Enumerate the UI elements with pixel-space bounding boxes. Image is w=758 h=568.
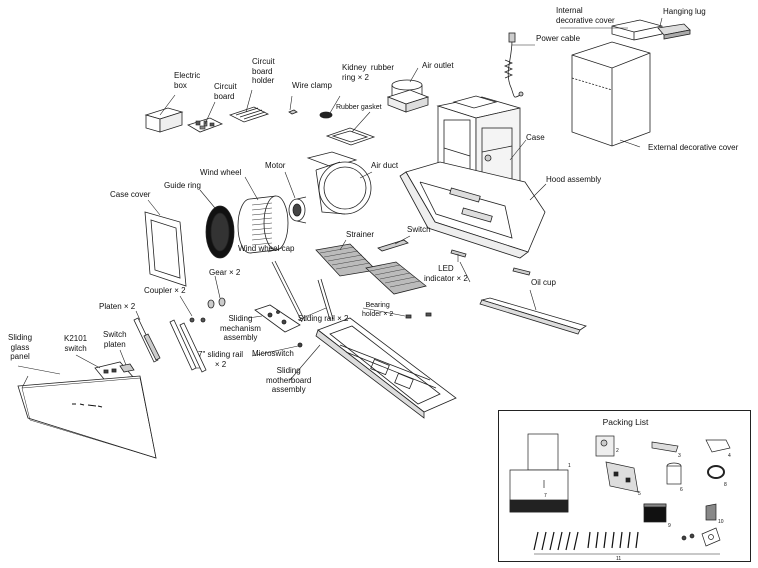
- pack-number-2: 2: [616, 448, 619, 454]
- label-air-duct: Air duct: [371, 161, 399, 170]
- label-kidney-rubber-ring: Kidney rubber ring × 2: [342, 63, 395, 82]
- circuit-board-part: [187, 117, 224, 133]
- seven-inch-sliding-rail-part: [169, 319, 207, 373]
- sliding-mechanism-part: [254, 304, 301, 333]
- label-sliding-glass-panel: Sliding glass panel: [8, 333, 33, 361]
- label-switch: Switch: [407, 225, 431, 234]
- label-circuit-board: Circuit board: [214, 82, 237, 101]
- pack-item-outlet: [666, 462, 682, 485]
- leader-lines: [17, 17, 663, 389]
- microswitch-part: [297, 342, 303, 348]
- pack-number-1: 1: [568, 463, 571, 469]
- hanging-lug-part: [657, 23, 691, 40]
- label-case: Case: [526, 133, 545, 142]
- label-hanging-lug: Hanging lug: [663, 7, 706, 16]
- pack-item-lug-bar: [651, 441, 679, 453]
- sliding-glass-panel-part: [17, 375, 157, 459]
- label-electric-box: Electric box: [174, 71, 201, 90]
- switch-platen-part: [119, 363, 135, 373]
- pack-item-hood: [509, 433, 569, 513]
- pack-number-11: 11: [616, 556, 622, 562]
- label-air-outlet: Air outlet: [422, 61, 454, 70]
- label-sliding-mechanism-assembly: Sliding mechanism assembly: [220, 314, 261, 342]
- label-internal-decorative-cover: Internal decorative cover: [556, 6, 615, 25]
- air-outlet-part: [386, 79, 430, 113]
- packing-list-title: Packing List: [602, 417, 649, 427]
- packing-list-artwork: [509, 433, 731, 555]
- pack-item-strainer: [643, 503, 667, 523]
- label-bearing-holder: Bearing holder × 2: [362, 302, 394, 318]
- strainer-part: [315, 243, 427, 295]
- label-sliding-motherboard-assembly: Sliding motherboard assembly: [266, 366, 312, 394]
- label-gear: Gear × 2: [209, 268, 241, 277]
- label-led-indicator: LED indicator × 2: [424, 264, 468, 283]
- label-hood-assembly: Hood assembly: [546, 175, 602, 184]
- pack-item-small: [705, 503, 717, 521]
- external-decorative-cover-part: [571, 41, 651, 147]
- label-external-decorative-cover: External decorative cover: [648, 143, 739, 152]
- label-strainer: Strainer: [346, 230, 375, 239]
- kidney-rubber-ring-part: [319, 111, 333, 119]
- power-cable-part: [503, 32, 524, 98]
- electric-box-part: [144, 107, 184, 133]
- oil-cup-part: [479, 297, 587, 335]
- pack-number-5: 5: [638, 491, 641, 497]
- label-circuit-board-holder: Circuit board holder: [252, 57, 275, 85]
- label-switch-platen: Switch platen: [103, 330, 127, 349]
- pack-number-4: 4: [728, 453, 731, 459]
- sliding-motherboard-part: [315, 317, 457, 419]
- wind-wheel-part: [237, 195, 289, 254]
- pack-number-9: 9: [668, 523, 671, 529]
- circuit-board-holder-part: [228, 106, 270, 123]
- coupler-part: [189, 317, 206, 323]
- label-case-cover: Case cover: [110, 190, 151, 199]
- pack-number-6: 6: [680, 487, 683, 493]
- gear-part: [207, 297, 226, 309]
- sliding-rail-part: [271, 260, 334, 323]
- pack-item-plate: [605, 461, 639, 493]
- air-duct-part: [306, 151, 372, 215]
- guide-ring-part: [205, 205, 235, 259]
- label-oil-cup: Oil cup: [531, 278, 556, 287]
- bearing-holder-part: [405, 312, 432, 319]
- label-motor: Motor: [265, 161, 286, 170]
- wire-clamp-part: [288, 109, 298, 115]
- label-wind-wheel: Wind wheel: [200, 168, 242, 177]
- hood-assembly-part: [399, 161, 546, 259]
- internal-decorative-cover-part: [611, 19, 663, 41]
- led-indicator-part: [450, 249, 531, 276]
- label-coupler: Coupler × 2: [144, 286, 186, 295]
- switch-part: [377, 239, 409, 252]
- pack-item-ring: [707, 465, 725, 479]
- label-power-cable: Power cable: [536, 34, 581, 43]
- case-cover-part: [144, 211, 187, 287]
- label-k2101-switch: K2101 switch: [64, 334, 88, 353]
- label-rubber-gasket: Rubber gasket: [336, 104, 382, 111]
- label-guide-ring: Guide ring: [164, 181, 201, 190]
- label-wire-clamp: Wire clamp: [292, 81, 333, 90]
- pack-item-bag: [595, 435, 615, 457]
- label-platen: Platen × 2: [99, 302, 136, 311]
- packing-list-box: Packing List: [498, 410, 751, 562]
- label-microswitch: Microswitch: [252, 349, 294, 358]
- motor-part: [288, 196, 307, 224]
- label-seven-inch-sliding-rail: 7" sliding rail × 2: [198, 350, 244, 369]
- rubber-gasket-part: [325, 127, 376, 146]
- label-sliding-rail: Sliding rail × 2: [298, 314, 349, 323]
- pack-number-10: 10: [718, 519, 724, 525]
- platen-part: [133, 317, 161, 363]
- pack-item-screws: [533, 527, 721, 555]
- pack-number-8: 8: [724, 482, 727, 488]
- label-wind-wheel-cap: Wind wheel cap: [238, 244, 295, 253]
- pack-number-7: 7: [544, 493, 547, 499]
- pack-number-3: 3: [678, 453, 681, 459]
- pack-item-bracket: [705, 439, 731, 453]
